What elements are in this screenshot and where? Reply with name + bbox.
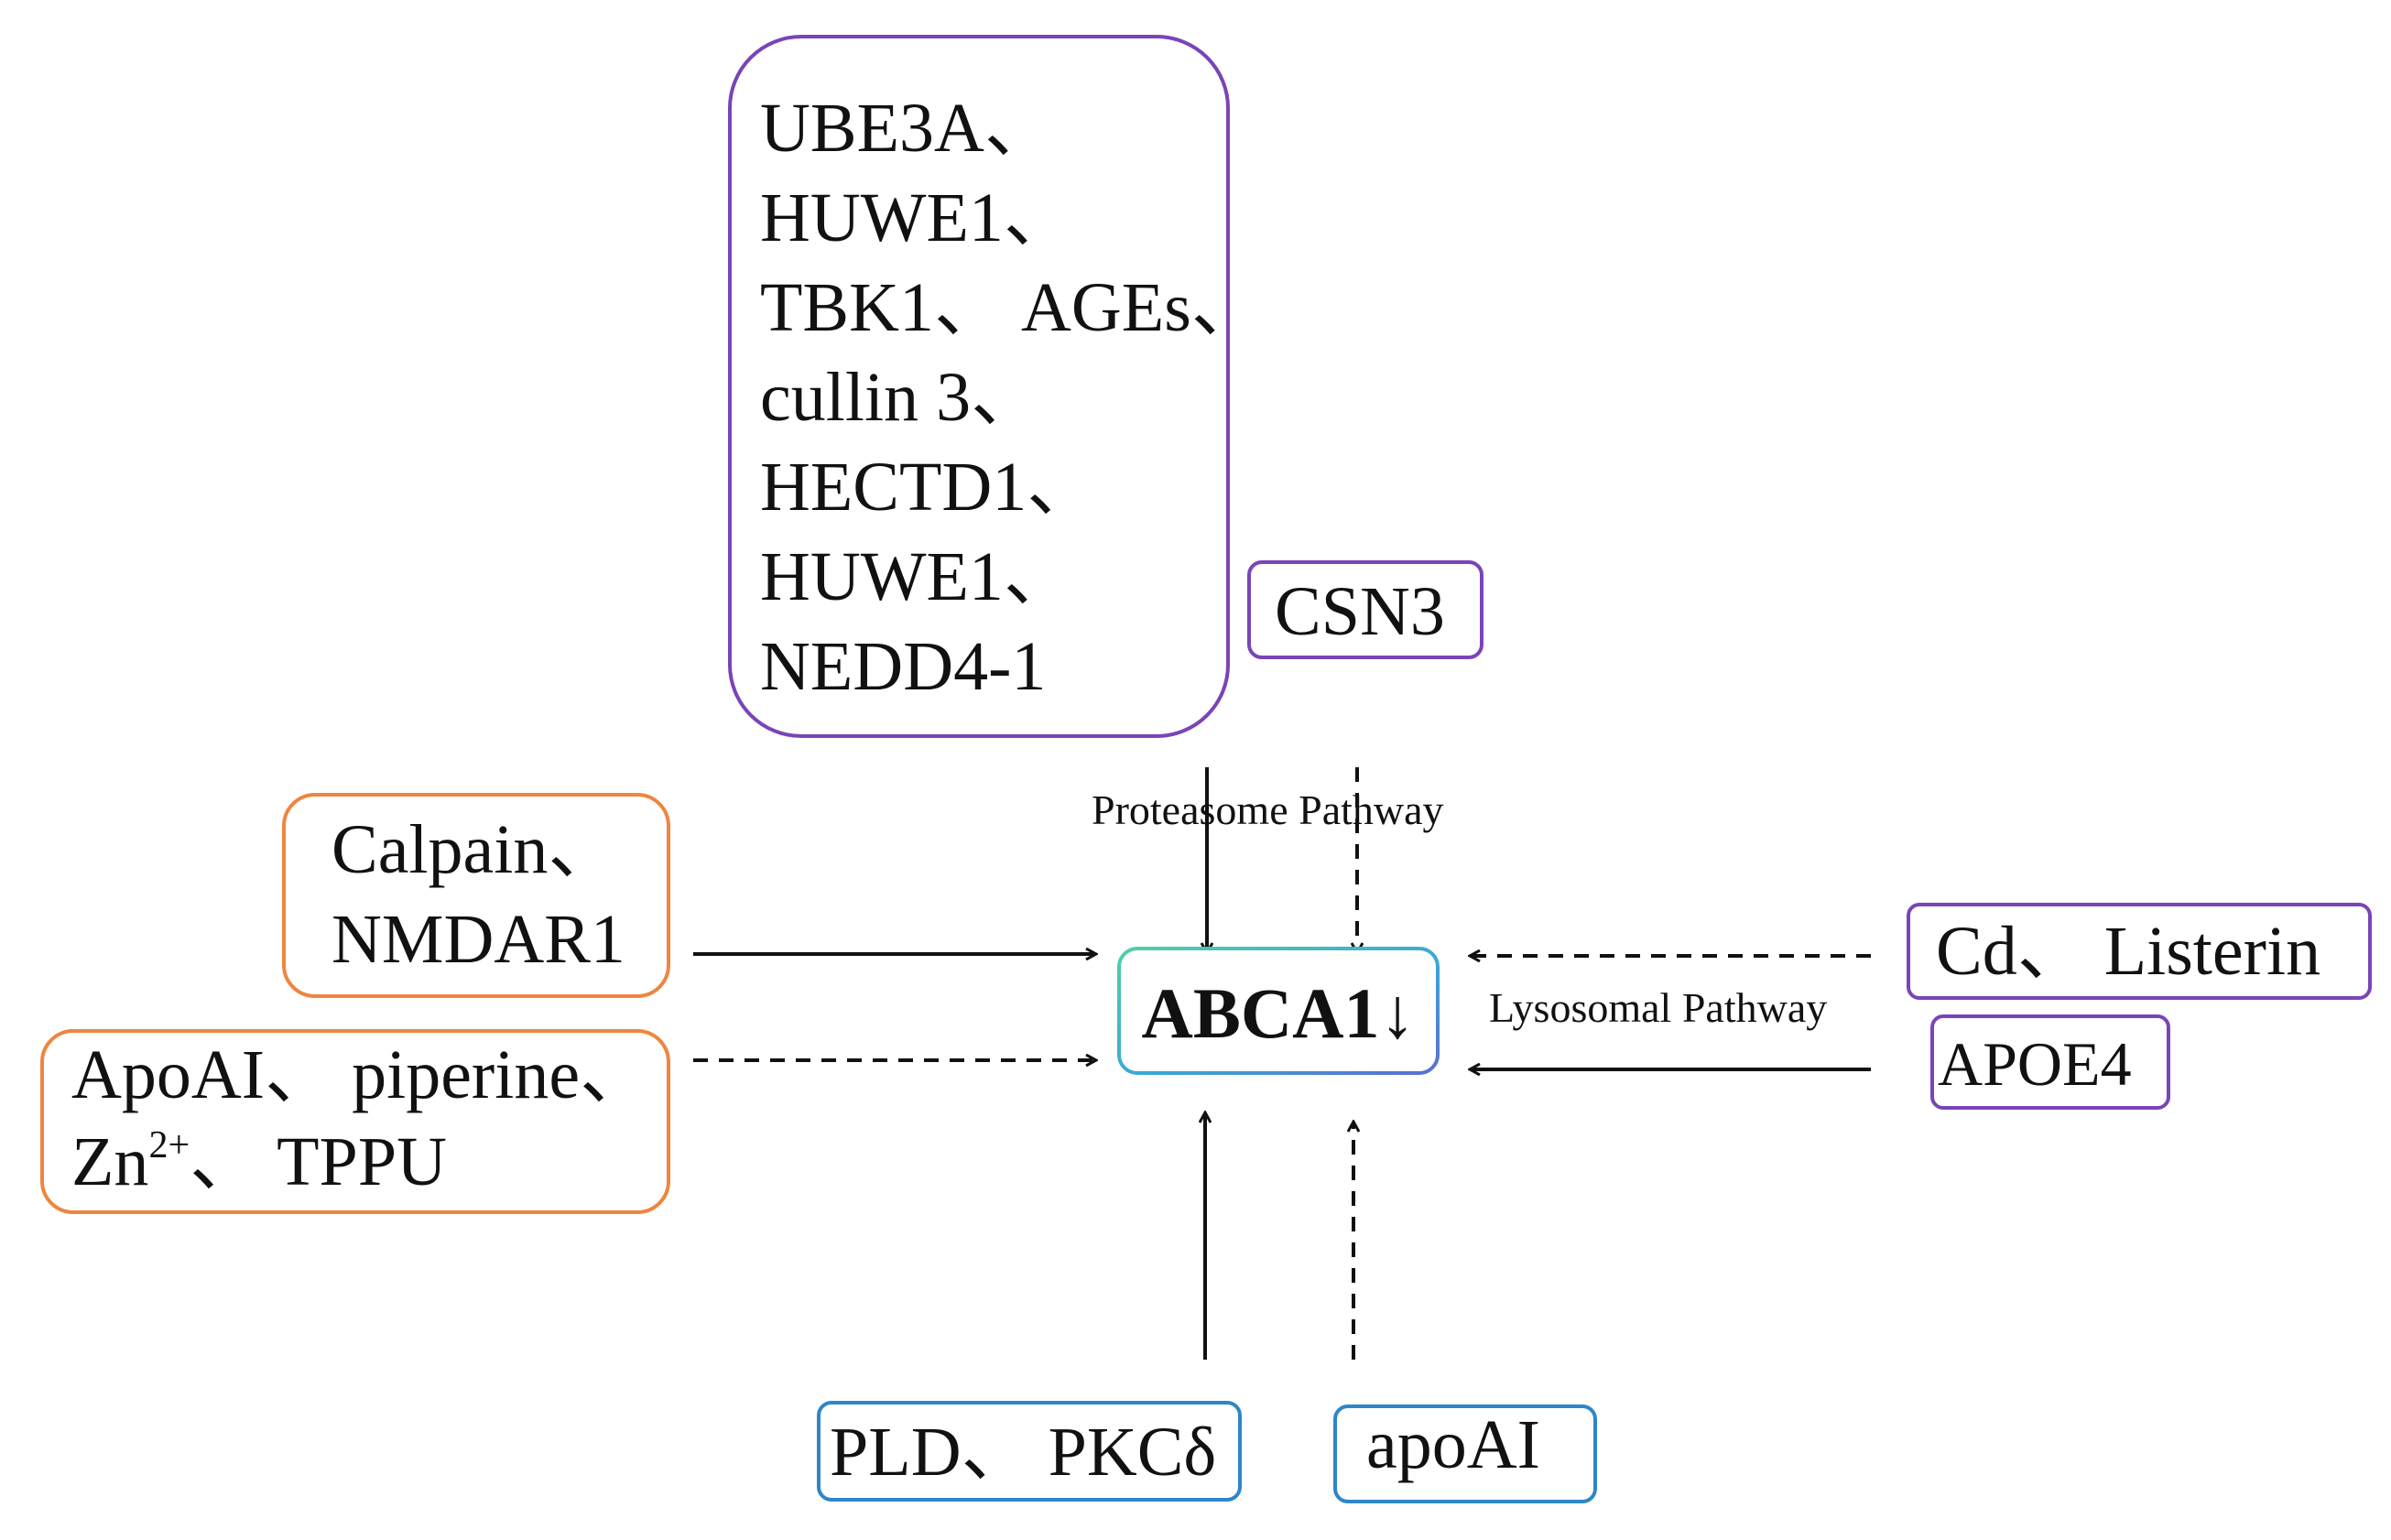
proteasome-regulator-1: UBE3A、: [760, 90, 1054, 167]
apoe4-label: APOE4: [1938, 1029, 2132, 1099]
calpain-nmdar1-box: [282, 793, 670, 998]
csn3-label: CSN3: [1275, 573, 1445, 650]
cd-listerin-box: [1907, 903, 2372, 1000]
apoai-bottom-label: apoAI: [1366, 1406, 1540, 1483]
proteasome-regulator-4: cullin 3、: [760, 359, 1041, 436]
apoe4-box: [1930, 1014, 2170, 1110]
zn-superscript: 2+: [148, 1124, 190, 1166]
proteasome-regulator-3: TBK1、 AGEs、: [760, 269, 1261, 346]
pld-pkc-label: PLD、 PKCδ: [830, 1414, 1217, 1491]
center-node-border: [1117, 947, 1440, 1075]
zn-text: Zn: [71, 1123, 149, 1200]
zn-tppu-label: Zn2+、 TPPU: [71, 1126, 447, 1197]
proteasome-regulator-2: HUWE1、: [760, 179, 1073, 256]
proteasome-regulator-6: HUWE1、: [760, 538, 1073, 615]
proteasome-pathway-label: Proteasome Pathway: [1092, 786, 1444, 833]
cd-listerin-label: Cd、 Listerin: [1936, 913, 2321, 990]
tppu-text: 、 TPPU: [190, 1123, 447, 1200]
apoai-piperine-label: ApoAI、 piperine、: [71, 1036, 650, 1113]
apoai-bottom-box: [1333, 1404, 1597, 1503]
calpain-label: Calpain、: [331, 811, 618, 888]
proteasome-regulator-7: NEDD4-1: [760, 628, 1047, 705]
abca1-label: ABCA1↓: [1141, 973, 1416, 1053]
proteasome-regulators-box: [728, 35, 1230, 738]
lysosomal-pathway-label: Lysosomal Pathway: [1489, 984, 1828, 1031]
proteasome-regulator-5: HECTD1、: [760, 449, 1097, 526]
nmdar1-label: NMDAR1: [331, 901, 625, 978]
pld-pkc-box: [817, 1401, 1242, 1502]
csn3-box: [1247, 560, 1484, 659]
apoai-piperine-box: [40, 1029, 670, 1214]
